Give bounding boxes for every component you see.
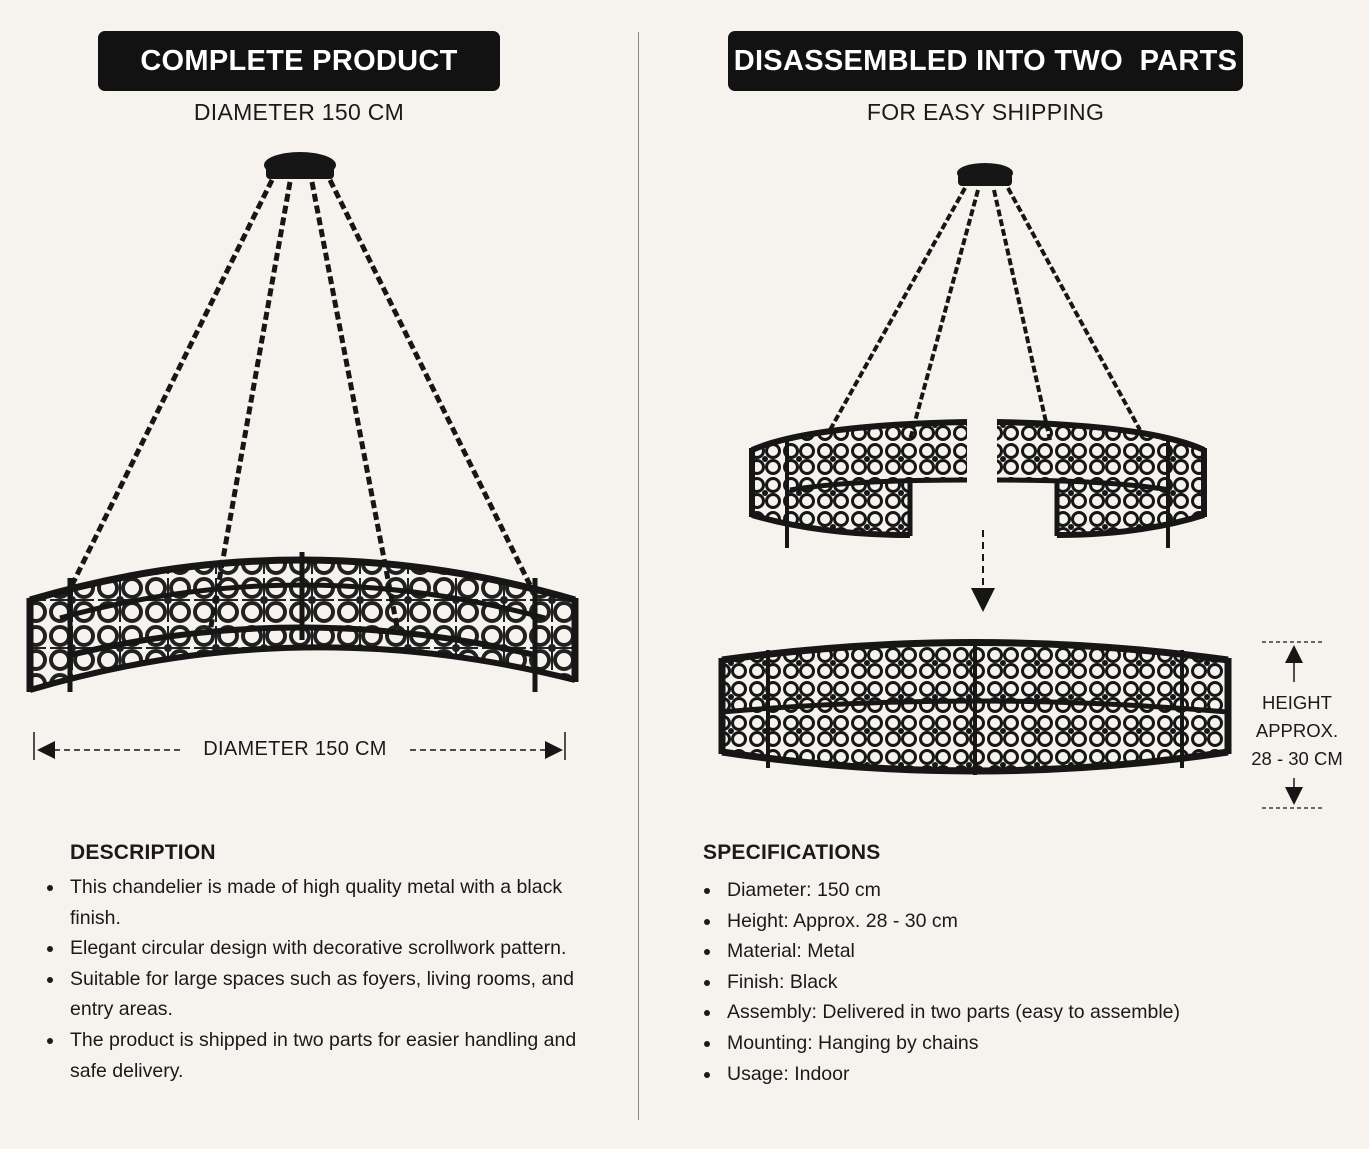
list-item: Elegant circular design with decorative … xyxy=(47,933,577,964)
assembled-ring-image xyxy=(718,639,1232,775)
complete-product-subtitle: DIAMETER 150 CM xyxy=(193,99,405,125)
description-list: This chandelier is made of high quality … xyxy=(47,872,577,1086)
list-item: Height: Approx. 28 - 30 cm xyxy=(704,906,1264,937)
list-item: Finish: Black xyxy=(704,967,1264,998)
diameter-label: DIAMETER 150 CM xyxy=(190,738,400,761)
list-item: Material: Metal xyxy=(704,936,1264,967)
list-item: Mounting: Hanging by chains xyxy=(704,1028,1264,1059)
list-item: This chandelier is made of high quality … xyxy=(47,872,577,933)
list-item: The product is shipped in two parts for … xyxy=(47,1025,577,1086)
specifications-list: Diameter: 150 cm Height: Approx. 28 - 30… xyxy=(704,875,1264,1089)
list-item: Usage: Indoor xyxy=(704,1059,1264,1090)
specifications-title: SPECIFICATIONS xyxy=(703,841,881,864)
description-title: DESCRIPTION xyxy=(70,841,216,864)
disassembled-badge: DISASSEMBLED INTO TWO PARTS xyxy=(728,31,1243,91)
center-divider xyxy=(638,32,639,1120)
height-label-line: 28 - 30 CM xyxy=(1251,748,1343,769)
diameter-dimension-arrow xyxy=(33,732,566,760)
height-label-line: APPROX. xyxy=(1255,720,1339,741)
height-label: HEIGHT APPROX. 28 - 30 CM xyxy=(1240,689,1354,773)
chandelier-halves-image xyxy=(749,163,1207,612)
height-dimension-arrow xyxy=(1262,641,1325,809)
complete-product-badge: COMPLETE PRODUCT xyxy=(98,31,500,91)
complete-chandelier-image xyxy=(26,152,579,693)
list-item: Assembly: Delivered in two parts (easy t… xyxy=(704,997,1264,1028)
height-label-line: HEIGHT xyxy=(1262,692,1332,713)
list-item: Diameter: 150 cm xyxy=(704,875,1264,906)
disassembled-subtitle: FOR EASY SHIPPING xyxy=(866,99,1105,125)
list-item: Suitable for large spaces such as foyers… xyxy=(47,964,577,1025)
